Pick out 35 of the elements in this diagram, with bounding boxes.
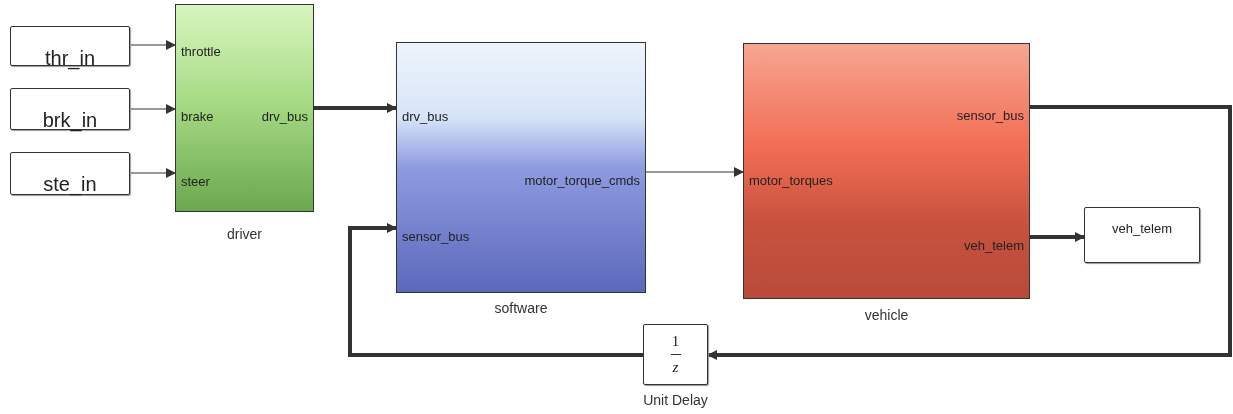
subsystem-block (743, 43, 1030, 299)
block-name: thr_in (44, 47, 96, 70)
block-label: vehicle (864, 307, 909, 323)
port-label: motor_torques (749, 173, 833, 188)
port-label: sensor_bus (956, 108, 1024, 123)
subsystem-block (396, 42, 646, 293)
delay-block (643, 324, 708, 385)
block-name: brk_in (41, 109, 99, 132)
input-block (10, 152, 130, 195)
subsystem-block (175, 4, 314, 212)
signal-arrow (129, 104, 176, 114)
signal-arrow (645, 167, 744, 177)
signal-arrow (129, 168, 176, 178)
block-label: driver (227, 226, 262, 242)
signal-arrow (129, 40, 176, 50)
signal-arrow (1030, 232, 1085, 242)
port-label: drv_bus (261, 109, 308, 124)
input-block (10, 88, 130, 130)
port-label: veh_telem (964, 238, 1024, 253)
port-label: steer (181, 174, 210, 189)
port-label: brake (181, 109, 214, 124)
block-label: Unit Delay (643, 392, 708, 408)
block-name: veh_telem (1111, 221, 1173, 236)
output-block (1084, 207, 1200, 263)
signal-arrow (314, 103, 397, 113)
port-label: drv_bus (402, 109, 449, 124)
block-label: software (494, 300, 548, 316)
signal-arrow (348, 223, 643, 357)
port-label: throttle (181, 44, 221, 59)
transfer-function-text: 1 (670, 333, 681, 350)
transfer-function-text: z (671, 359, 680, 376)
block-name: ste_in (42, 173, 98, 196)
port-label: sensor_bus (402, 229, 470, 244)
port-label: motor_torque_cmds (524, 173, 640, 188)
signal-arrow (707, 105, 1232, 360)
